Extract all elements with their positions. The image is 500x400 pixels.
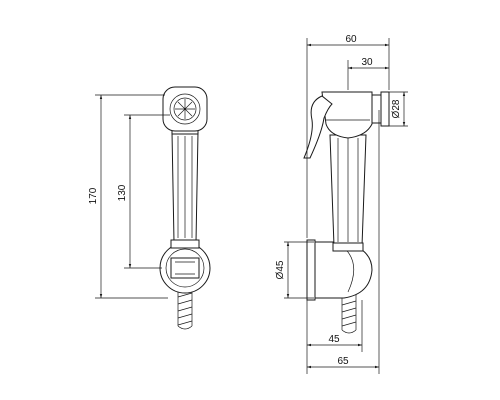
wall-holder-front: [159, 242, 211, 294]
dimension-diameter-28: Ø28: [389, 91, 408, 127]
front-view: 170 130: [88, 86, 211, 330]
dim-130-label: 130: [117, 184, 128, 201]
dim-30-label: 30: [361, 57, 373, 68]
spray-head-front: [162, 86, 208, 132]
dimension-60: 60: [306, 34, 390, 238]
dimension-diameter-45: Ø45: [275, 241, 314, 299]
dim-170-label: 170: [88, 187, 99, 204]
dimension-65: 65: [307, 110, 380, 374]
dimension-130: 130: [117, 114, 170, 269]
trigger-lever[interactable]: [303, 95, 333, 159]
dim-60-label: 60: [345, 34, 357, 45]
dim-65-label: 65: [337, 356, 349, 367]
dim-45-label: 45: [328, 334, 340, 345]
side-view: 60 30 Ø28 Ø45 45 65: [275, 34, 408, 374]
dimension-30: 30: [347, 57, 389, 90]
dimension-170: 170: [88, 94, 168, 299]
handle-front: [170, 127, 200, 249]
dim-diameter-45-label: Ø45: [275, 260, 286, 279]
spray-head-side: [321, 91, 390, 139]
dimension-45: 45: [306, 300, 363, 374]
dim-diameter-28-label: Ø28: [391, 99, 402, 118]
handle-side: [329, 134, 367, 252]
